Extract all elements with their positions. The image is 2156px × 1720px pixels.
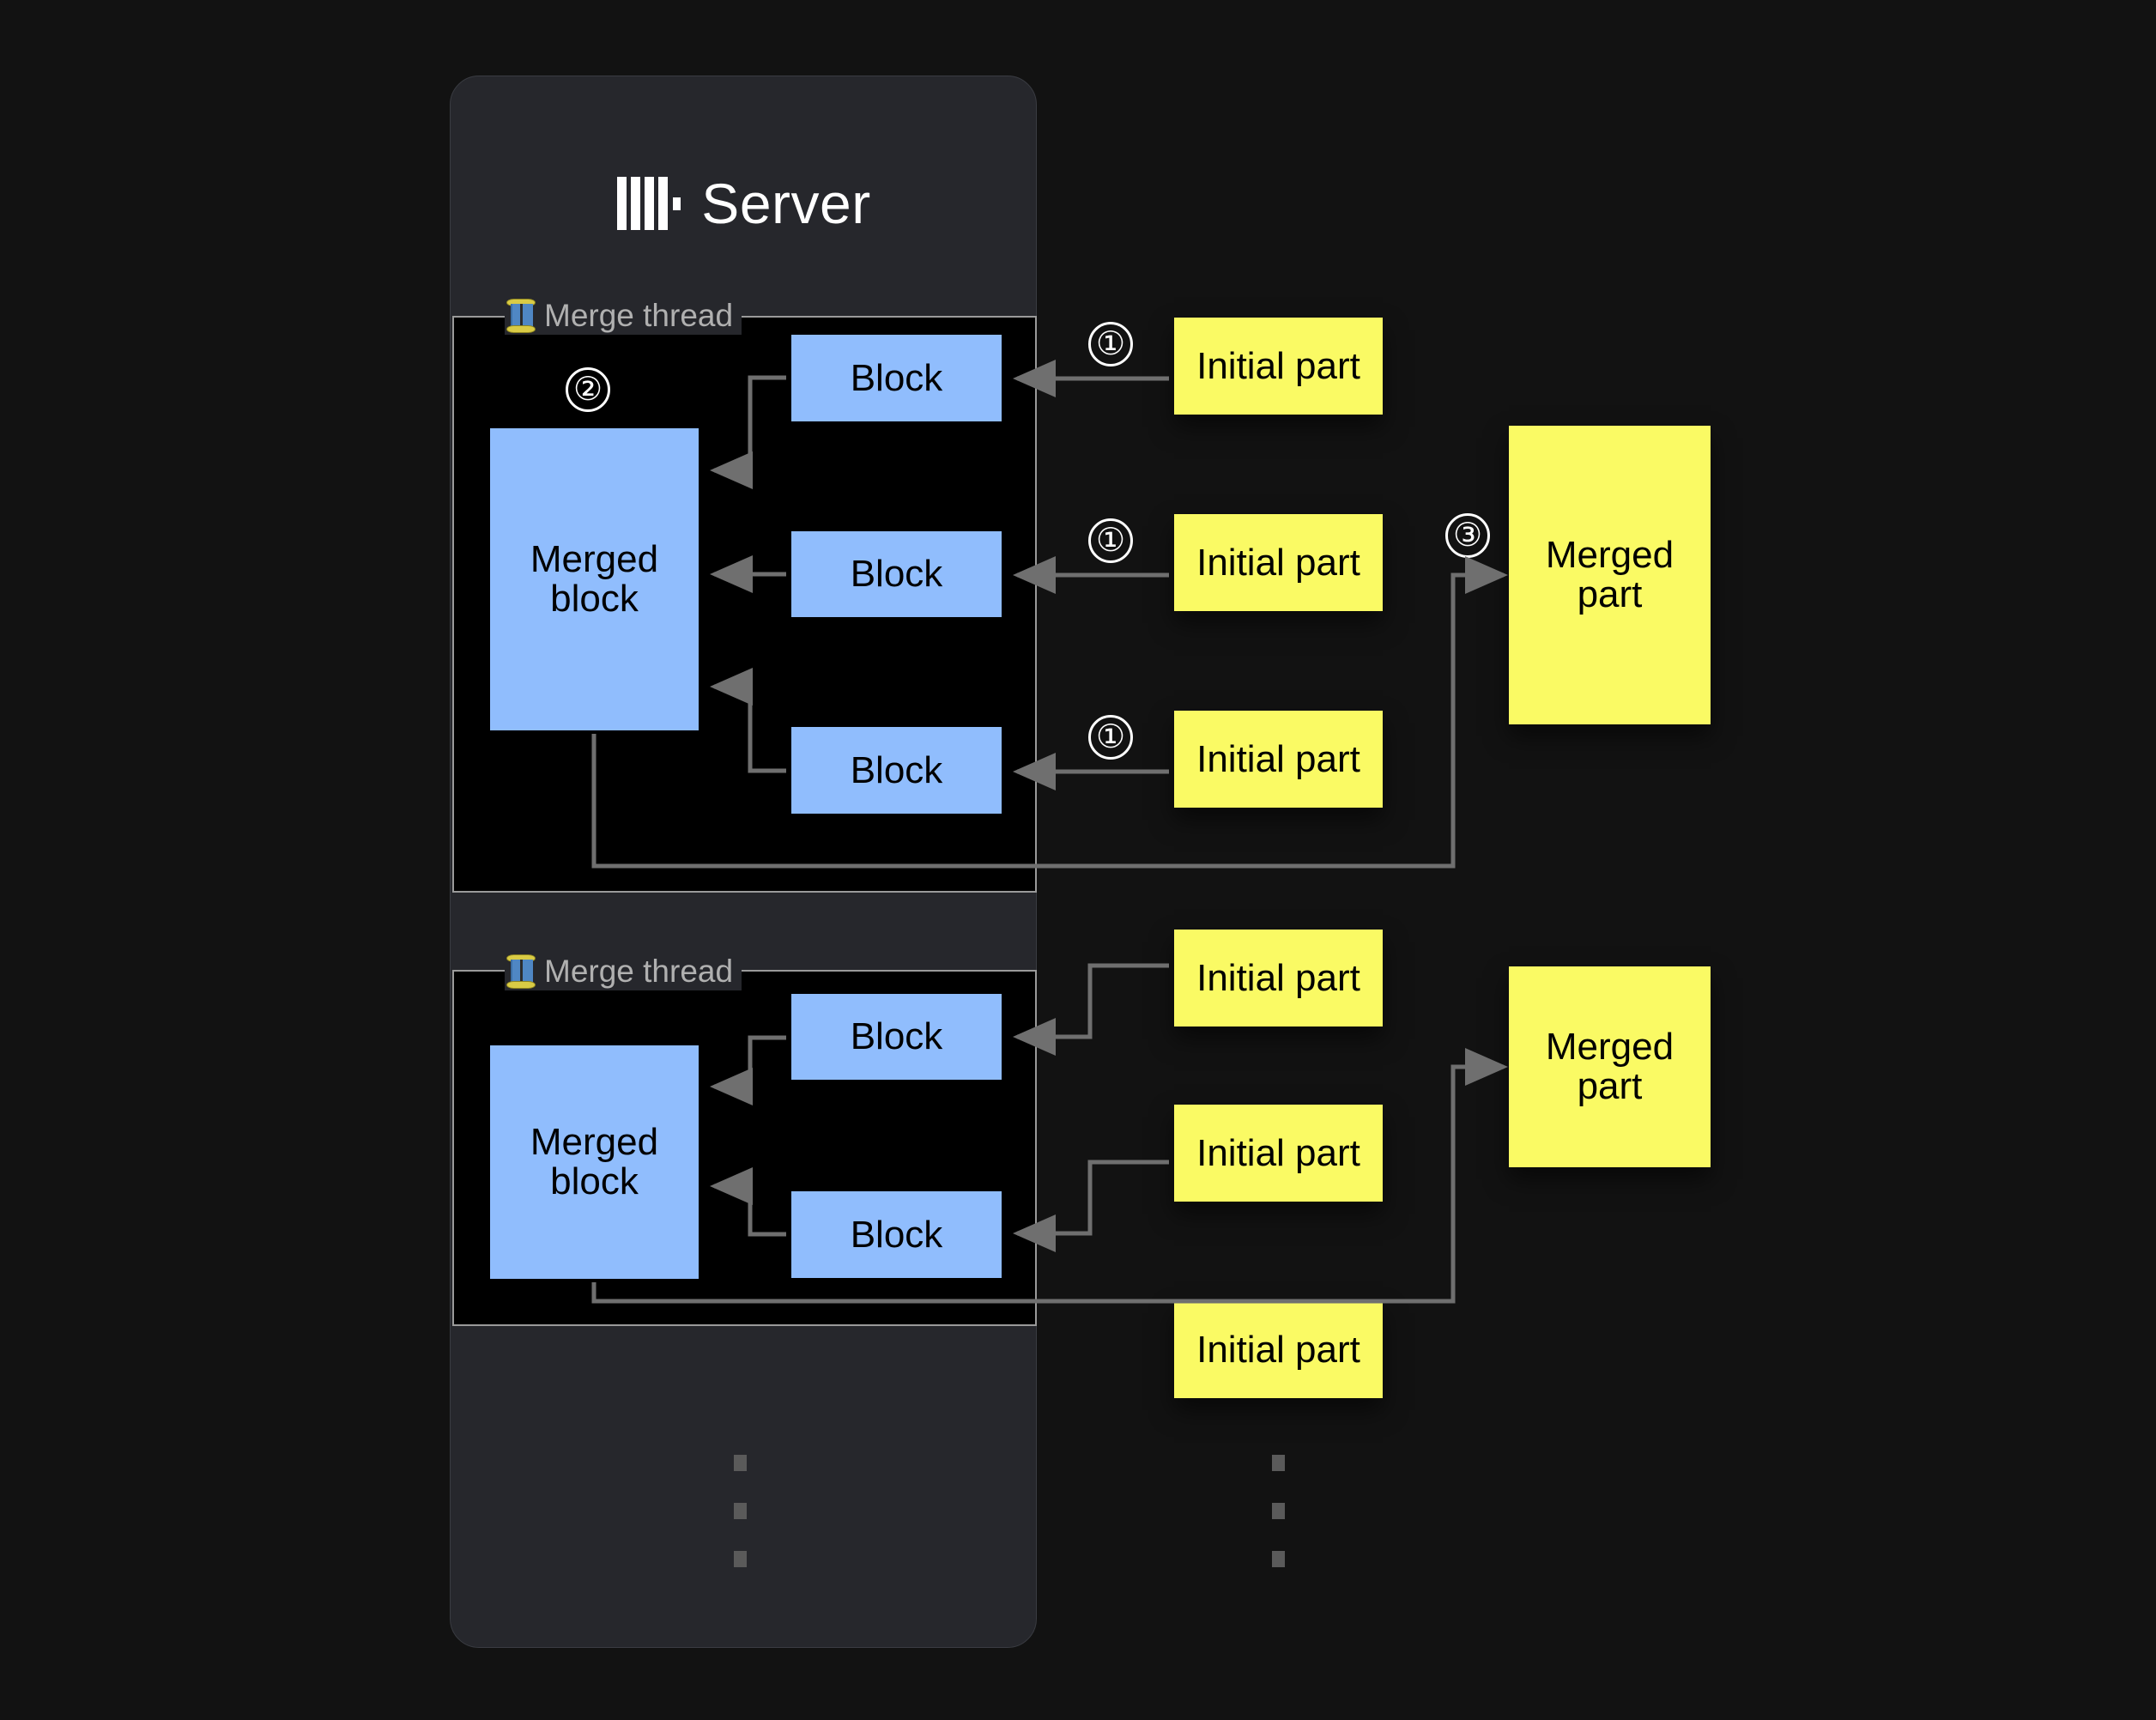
initial-part-6: Initial part <box>1174 1301 1383 1398</box>
merge-thread-label-2: Merge thread <box>505 953 742 990</box>
thread-spool-icon <box>506 299 536 333</box>
merged-part-2: Merged part <box>1509 966 1711 1167</box>
initial-part-1: Initial part <box>1174 318 1383 415</box>
merged-part-1: Merged part <box>1509 426 1711 724</box>
merge-thread-label-text-2: Merge thread <box>544 954 734 989</box>
clickhouse-logo-icon <box>617 177 681 230</box>
step-number-2: ② <box>566 367 610 412</box>
thread-spool-icon <box>506 954 536 989</box>
server-title-text: Server <box>701 172 871 235</box>
initial-part-2: Initial part <box>1174 514 1383 611</box>
block-1-1: Block <box>791 335 1002 421</box>
step-number-1-c: ① <box>1088 715 1133 760</box>
block-1-3: Block <box>791 727 1002 814</box>
block-2-1: Block <box>791 994 1002 1080</box>
merge-thread-label-1: Merge thread <box>505 297 742 335</box>
initial-parts-ellipsis <box>1272 1455 1285 1599</box>
merged-block-2: Merged block <box>490 1045 699 1279</box>
initial-part-4: Initial part <box>1174 930 1383 1027</box>
server-ellipsis <box>734 1455 747 1599</box>
block-2-2: Block <box>791 1191 1002 1278</box>
step-number-1-a: ① <box>1088 322 1133 366</box>
initial-part-3: Initial part <box>1174 711 1383 808</box>
block-1-2: Block <box>791 531 1002 617</box>
server-title: Server <box>451 171 1038 236</box>
step-number-1-b: ① <box>1088 518 1133 563</box>
merge-thread-label-text-1: Merge thread <box>544 298 734 333</box>
step-number-3: ③ <box>1445 513 1490 558</box>
merged-block-1: Merged block <box>490 428 699 730</box>
initial-part-5: Initial part <box>1174 1105 1383 1202</box>
